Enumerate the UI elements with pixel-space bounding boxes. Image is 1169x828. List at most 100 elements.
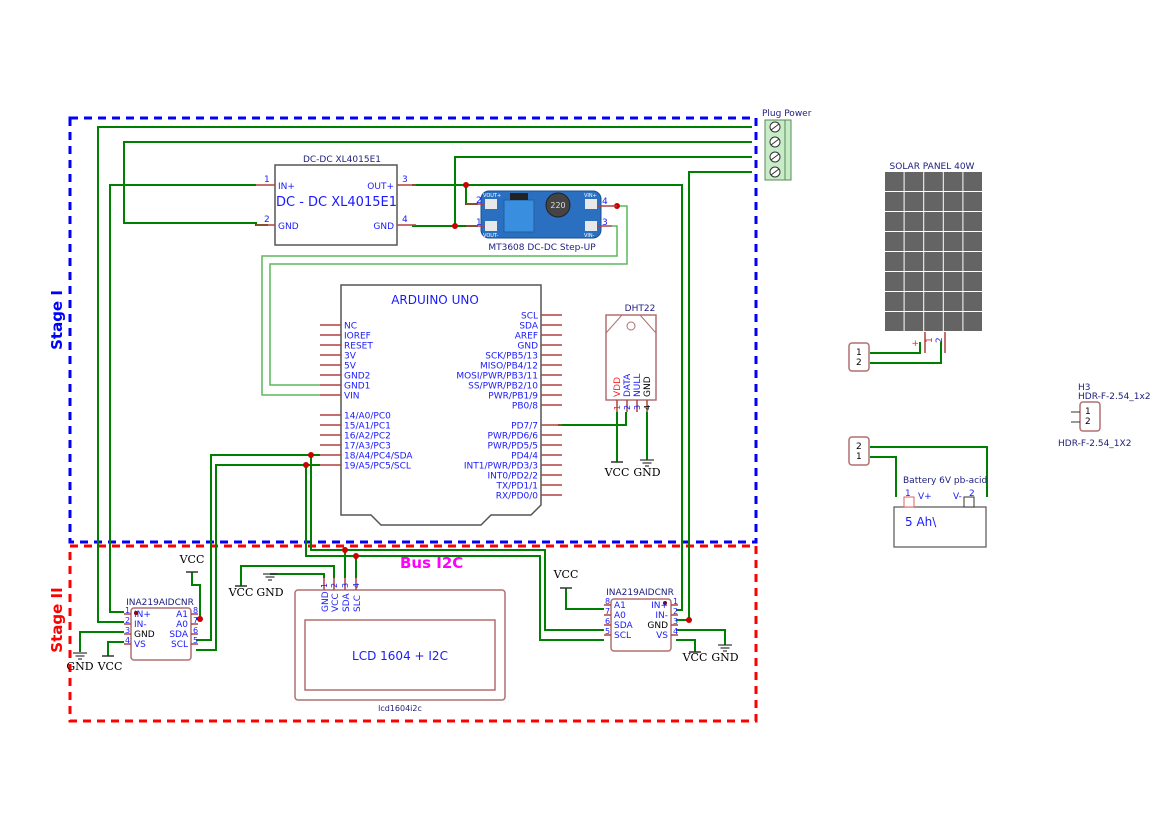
arduino-pin-label: PB0/8 bbox=[512, 402, 538, 412]
arduino-pin-label: RX/PD0/0 bbox=[496, 492, 539, 502]
arduino-title: ARDUINO UNO bbox=[391, 293, 479, 307]
solar-panel[interactable]: SOLAR PANEL 40W + 1 2 bbox=[885, 162, 982, 353]
arduino-pin-label: NC bbox=[344, 322, 357, 332]
solar-cell bbox=[885, 192, 904, 211]
pin-name: IN+ bbox=[134, 610, 151, 620]
battery-neg-terminal bbox=[963, 496, 975, 508]
pin-number: 3 bbox=[125, 626, 130, 635]
vcc-label: VCC bbox=[604, 466, 630, 479]
arduino-uno[interactable]: ARDUINO UNO NCIOREFRESET3V5VGND2GND1VIN … bbox=[320, 284, 562, 526]
pin-number: 7 bbox=[605, 607, 610, 616]
pin-name: OUT+ bbox=[367, 182, 394, 192]
pin-number: 1 bbox=[320, 583, 329, 588]
plug-power-title: Plug Power bbox=[762, 109, 812, 119]
pin-number: 4 bbox=[402, 215, 408, 225]
solar-cell bbox=[924, 272, 943, 291]
arduino-pin-label: 3V bbox=[344, 352, 357, 362]
wire-xl-in-ina-left bbox=[109, 184, 256, 613]
solar-cell bbox=[924, 212, 943, 231]
lcd-text: LCD 1604 + I2C bbox=[352, 649, 448, 663]
solar-title: SOLAR PANEL 40W bbox=[890, 162, 975, 172]
ina-title: INA219AIDCNR bbox=[606, 588, 674, 598]
wire-plug1-ina-in-minus bbox=[97, 126, 752, 623]
gnd-label: GND bbox=[633, 466, 660, 479]
arduino-pin-label: MOSI/PWR/PB3/11 bbox=[456, 372, 538, 382]
wire-battery-pos bbox=[870, 456, 897, 497]
inductor-label: 220 bbox=[550, 201, 565, 210]
h3-footprint: HDR-F-2.54_1X2 bbox=[1058, 439, 1131, 449]
dht22-title: DHT22 bbox=[625, 304, 656, 314]
stage-2-label: Stage II bbox=[48, 587, 66, 652]
pin-number: 2 bbox=[673, 607, 678, 616]
pin-name: IN- bbox=[655, 611, 668, 621]
arduino-pin-label: 14/A0/PC0 bbox=[344, 412, 391, 422]
pin-name: DATA bbox=[623, 373, 633, 397]
lcd-footprint: lcd1604i2c bbox=[378, 704, 422, 713]
pin-number: 6 bbox=[605, 617, 610, 626]
xl4015-module[interactable]: DC-DC XL4015E1 1 2 3 4 IN+ GND OUT+ GND … bbox=[256, 155, 416, 246]
pin-number: 3 bbox=[341, 583, 350, 588]
solar-cell bbox=[904, 292, 924, 311]
wire-sda-ina-left bbox=[196, 454, 320, 641]
stage-1-label: Stage I bbox=[48, 290, 66, 350]
lcd-1604[interactable]: LCD 1604 + I2C lcd1604i2c 1 2 3 4 GND VC… bbox=[294, 578, 506, 713]
solar-connector[interactable]: 1 2 bbox=[848, 342, 870, 372]
dht22-sensor[interactable]: DHT22 VDD DATA NULL GND 1 2 3 4 bbox=[605, 304, 657, 412]
xl4015-title: DC-DC XL4015E1 bbox=[303, 155, 381, 165]
arduino-pin-label: SCL bbox=[521, 312, 538, 322]
plug-power-connector[interactable]: Plug Power bbox=[762, 109, 812, 181]
junction-dot bbox=[197, 616, 203, 622]
pin-number: 2 bbox=[330, 583, 339, 588]
wire-ina-right-a1 bbox=[565, 588, 604, 610]
vcc-label: VCC bbox=[97, 660, 123, 673]
pin-name: VCC bbox=[331, 593, 341, 612]
gnd-label: GND bbox=[711, 651, 738, 664]
pin-name: NULL bbox=[633, 374, 643, 397]
junctions bbox=[197, 182, 692, 623]
gnd-label: GND bbox=[256, 586, 283, 599]
pad-vin-plus bbox=[585, 199, 597, 209]
solar-cell bbox=[963, 312, 982, 331]
plug-power-side bbox=[784, 119, 792, 181]
pin-number: 4 bbox=[352, 583, 361, 588]
arduino-pin-label: PWR/PB1/9 bbox=[488, 392, 538, 402]
pad-vin-minus bbox=[585, 221, 597, 231]
solar-cell bbox=[943, 232, 963, 251]
pin-number: 1 bbox=[856, 348, 862, 358]
solar-cell bbox=[885, 212, 904, 231]
h3-header[interactable]: H3 HDR-F-2.54_1x2 1 2 HDR-F-2.54_1X2 bbox=[1058, 383, 1151, 449]
wire-plug3-mt-gnd bbox=[412, 156, 752, 227]
battery-capacity: 5 Ah\ bbox=[905, 515, 937, 529]
pin-name: A1 bbox=[176, 610, 188, 620]
battery-pos-terminal bbox=[903, 496, 915, 508]
arduino-pin-label: SDA bbox=[519, 322, 538, 332]
ina-title: INA219AIDCNR bbox=[126, 598, 194, 608]
wire-scl-ina-left bbox=[196, 464, 320, 651]
solar-cell bbox=[943, 252, 963, 271]
battery[interactable]: Battery 6V pb-acid 1 V+ V- 2 5 Ah\ bbox=[893, 476, 987, 548]
pin-number: 8 bbox=[193, 606, 198, 615]
arduino-pin-label: GND bbox=[517, 342, 538, 352]
pin-number: 1 bbox=[125, 606, 130, 615]
wire-scl-bus bbox=[305, 465, 604, 641]
gnd-label: GND bbox=[66, 660, 93, 673]
arduino-pin-label: PWR/PD5/5 bbox=[488, 442, 538, 452]
solar-cell bbox=[904, 312, 924, 331]
mt3608-module[interactable]: 220 VOUT+ VOUT- VIN+ VIN- 2 1 4 3 MT3608… bbox=[466, 190, 617, 253]
pin-name: SDA bbox=[614, 621, 633, 631]
pin-name: GND bbox=[643, 376, 653, 397]
solar-cell bbox=[885, 312, 904, 331]
junction-dot bbox=[686, 617, 692, 623]
solar-cell bbox=[904, 212, 924, 231]
pin-number: 8 bbox=[605, 597, 610, 606]
arduino-pin-label: RESET bbox=[344, 342, 373, 352]
battery-connector[interactable]: 2 1 bbox=[848, 436, 870, 466]
wire-ina-left-vs bbox=[107, 641, 124, 656]
pad-label: VIN- bbox=[584, 233, 595, 239]
wire-mt-vin-arduino bbox=[261, 225, 618, 396]
pin-name: V+ bbox=[918, 492, 932, 502]
